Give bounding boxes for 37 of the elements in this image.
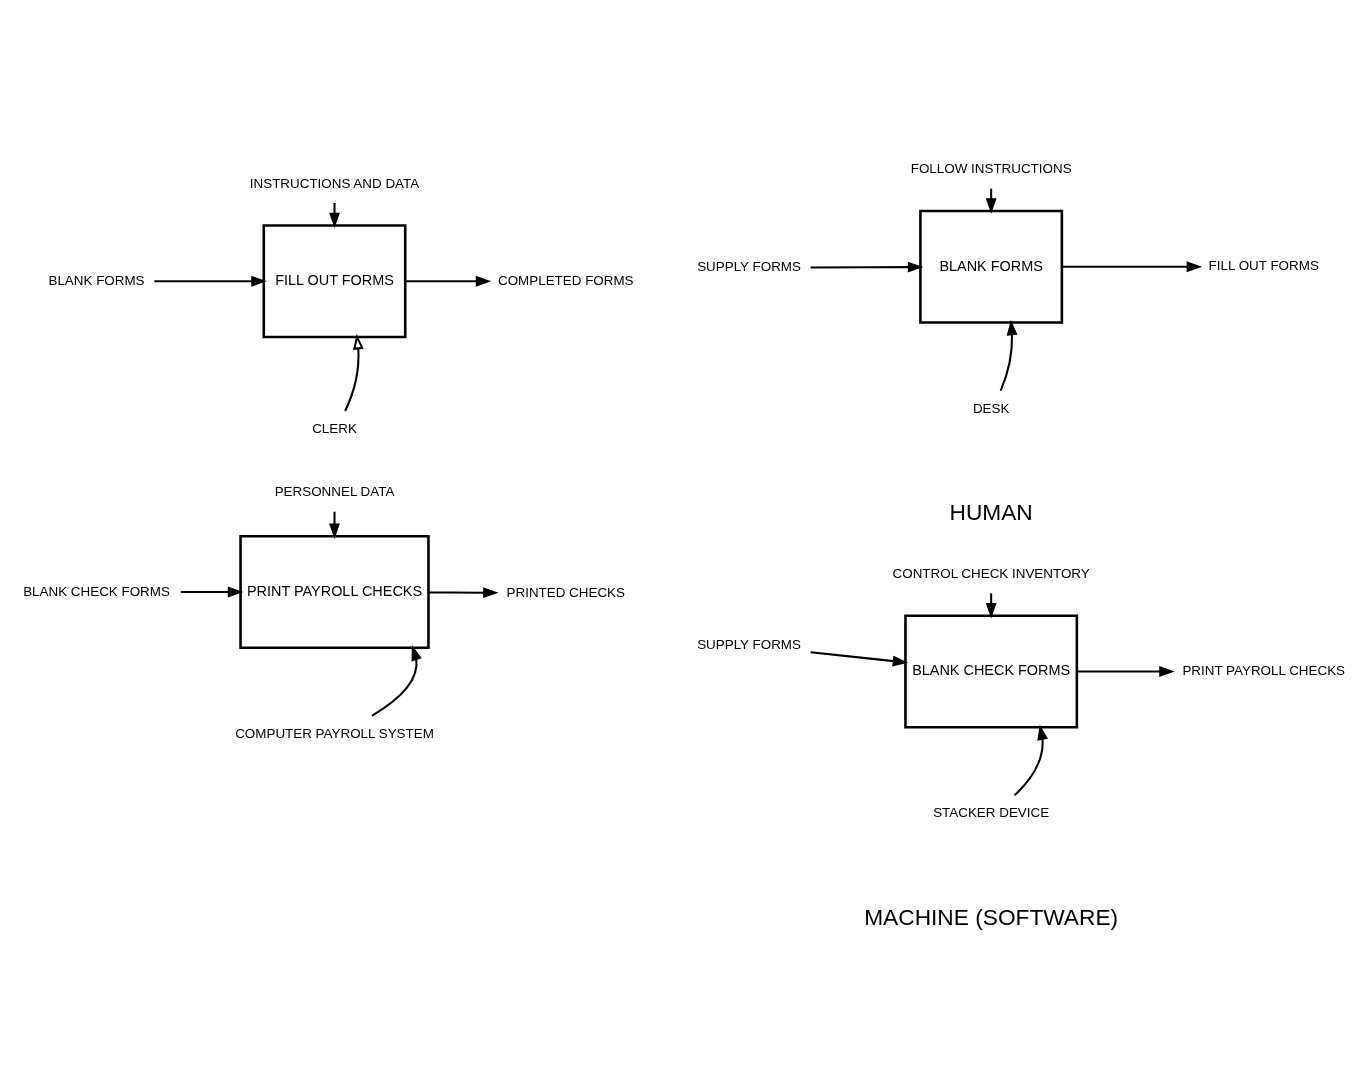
arrow: [428, 586, 499, 598]
node-text: BLANK FORMS: [48, 272, 145, 288]
label: MACHINE (SOFTWARE): [864, 903, 1119, 930]
node-box: BLANK FORMS: [919, 209, 1064, 324]
label: HUMAN: [949, 498, 1033, 525]
node-text: PERSONNEL DATA: [274, 483, 395, 499]
arrow: [810, 261, 924, 273]
node-text: COMPUTER PAYROLL SYSTEM: [235, 725, 434, 741]
node-box: FILL OUT FORMS: [262, 223, 407, 338]
node-text: INSTRUCTIONS AND DATA: [249, 175, 420, 191]
arrow: [344, 333, 364, 411]
arrow: [999, 319, 1018, 391]
node-text: FILL OUT FORMS: [1208, 257, 1319, 273]
arrow: [371, 644, 422, 717]
arrow: [1077, 665, 1175, 677]
node-text: PRINT PAYROLL CHECKS: [1182, 662, 1346, 678]
node-text: BLANK CHECK FORMS: [23, 583, 170, 598]
arrow: [810, 650, 909, 666]
node-text: PRINTED CHECKS: [506, 584, 625, 600]
node-text: FOLLOW INSTRUCTIONS: [910, 160, 1072, 176]
arrow: [1013, 724, 1048, 796]
node-text: SUPPLY FORMS: [697, 258, 801, 274]
node-text: COMPLETED FORMS: [498, 272, 634, 288]
arrow: [329, 511, 340, 539]
node-text: CLERK: [312, 420, 357, 436]
node-text: SUPPLY FORMS: [697, 636, 801, 652]
arrow: [329, 202, 340, 228]
arrow: [1062, 260, 1203, 272]
arrow: [985, 592, 997, 618]
node-text: CONTROL CHECK INVENTORY: [892, 565, 1090, 581]
arrow: [405, 275, 492, 287]
node-box: BLANK CHECK FORMS: [904, 613, 1079, 729]
node-box: PRINT PAYROLL CHECKS: [239, 534, 430, 649]
arrow: [154, 275, 267, 287]
arrow: [180, 586, 244, 597]
node-text: DESK: [972, 400, 1010, 416]
node-text: STACKER DEVICE: [933, 804, 1050, 820]
